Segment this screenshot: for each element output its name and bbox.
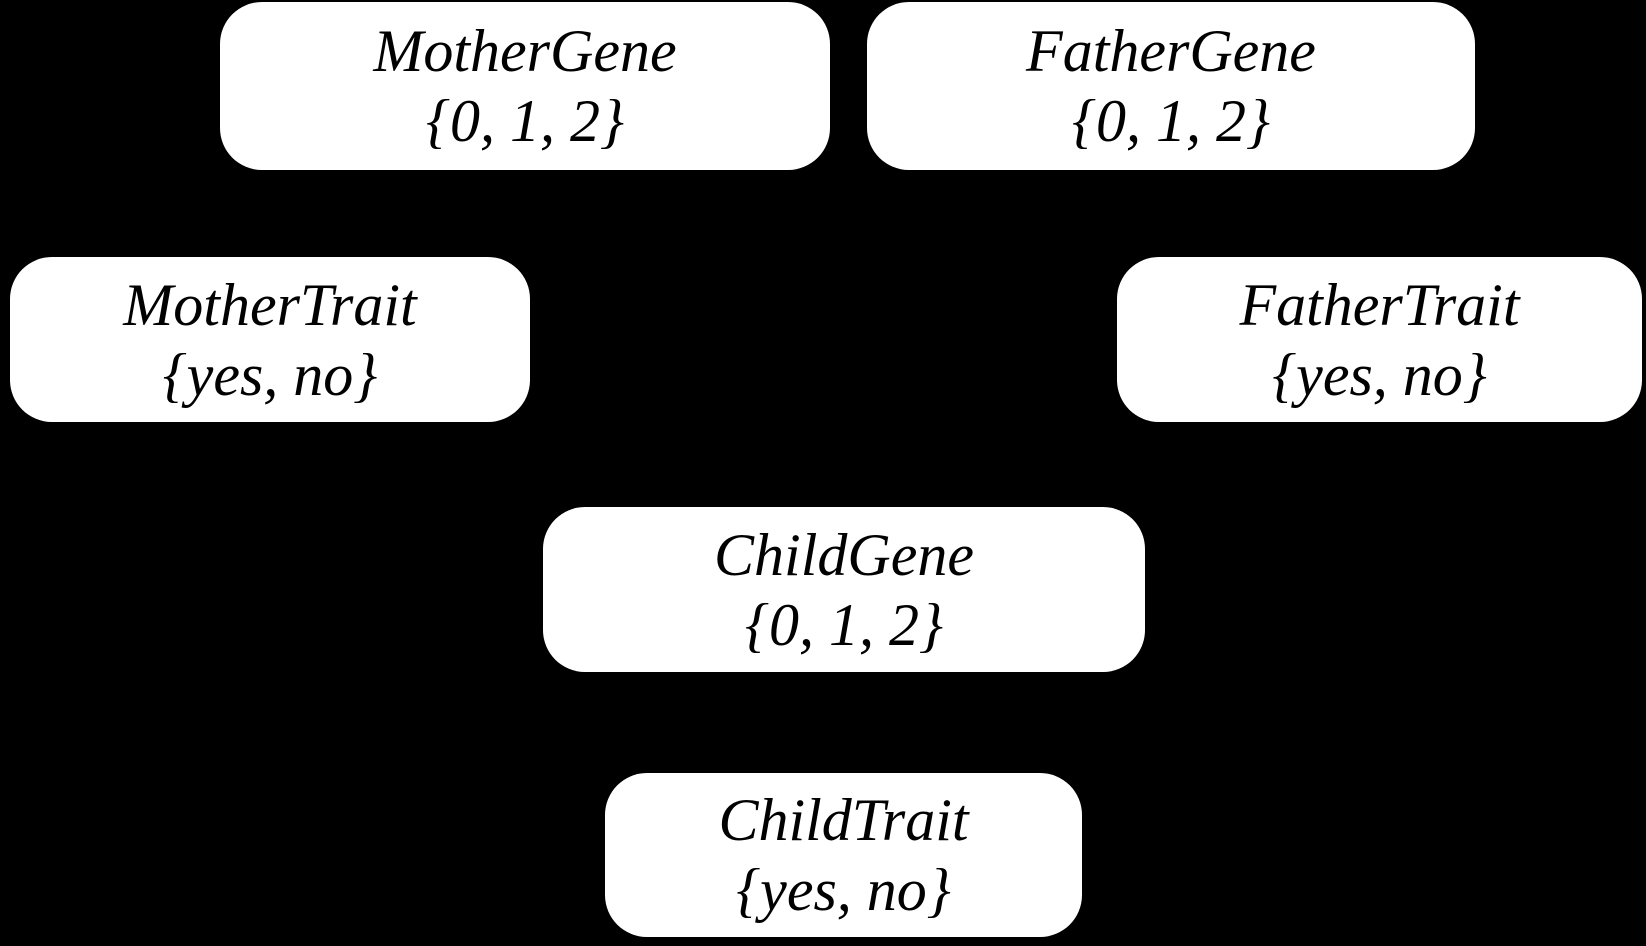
node-domain: {yes, no} — [162, 341, 378, 408]
node-father-trait: FatherTrait {yes, no} — [1117, 257, 1642, 422]
node-domain: {0, 1, 2} — [426, 88, 624, 154]
node-title: FatherGene — [1026, 18, 1316, 84]
node-father-gene: FatherGene {0, 1, 2} — [867, 2, 1475, 170]
node-child-gene: ChildGene {0, 1, 2} — [543, 507, 1145, 672]
node-mother-gene: MotherGene {0, 1, 2} — [220, 2, 830, 170]
node-domain: {0, 1, 2} — [745, 591, 943, 658]
node-title: MotherGene — [373, 18, 677, 84]
node-title: ChildGene — [714, 521, 974, 588]
node-mother-trait: MotherTrait {yes, no} — [10, 257, 530, 422]
node-title: MotherTrait — [123, 271, 417, 338]
node-domain: {yes, no} — [1272, 341, 1487, 408]
node-title: ChildTrait — [718, 787, 969, 853]
node-child-trait: ChildTrait {yes, no} — [605, 773, 1082, 937]
node-title: FatherTrait — [1239, 271, 1520, 338]
node-domain: {0, 1, 2} — [1072, 88, 1270, 154]
node-domain: {yes, no} — [736, 857, 951, 923]
